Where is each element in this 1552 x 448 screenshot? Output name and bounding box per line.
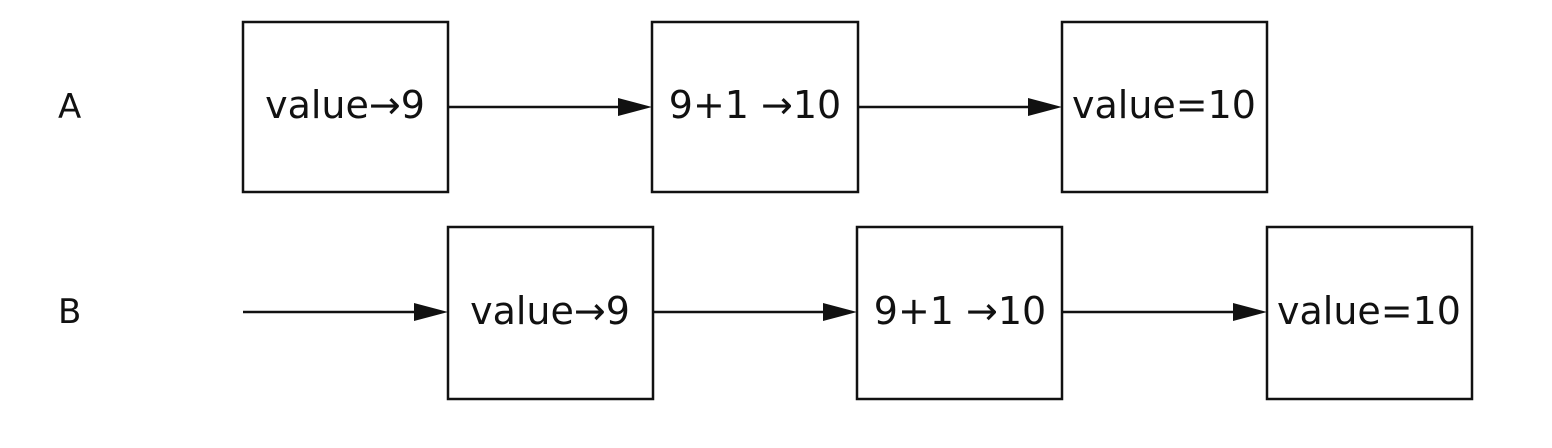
row-b: B value→9 9+1 →10 value=10 bbox=[58, 225, 1474, 401]
row-a-arrow-2-head bbox=[1028, 98, 1062, 116]
row-b-box-read bbox=[446, 225, 655, 401]
row-a-box-increment bbox=[650, 20, 860, 194]
row-b-box-write bbox=[1265, 225, 1474, 401]
row-a-box-read bbox=[241, 20, 450, 194]
row-b-box-write-text: value=10 bbox=[1277, 289, 1461, 333]
row-a-box-increment-text: 9+1 →10 bbox=[669, 83, 841, 127]
row-a-box-write-text: value=10 bbox=[1072, 83, 1256, 127]
row-a: A value→9 9+1 →10 value=10 bbox=[58, 20, 1269, 194]
row-b-arrow-1-head bbox=[823, 303, 857, 321]
row-a-label: A bbox=[58, 87, 81, 127]
row-b-box-read-text: value→9 bbox=[470, 289, 630, 333]
row-b-box-increment-text: 9+1 →10 bbox=[874, 289, 1046, 333]
row-a-box-write bbox=[1060, 20, 1269, 194]
row-b-label: B bbox=[58, 292, 81, 332]
row-a-box-read-text: value→9 bbox=[265, 83, 425, 127]
row-b-arrow-0-head bbox=[414, 303, 448, 321]
row-a-arrow-1-head bbox=[618, 98, 652, 116]
row-b-box-increment bbox=[855, 225, 1064, 401]
row-b-arrow-2-head bbox=[1233, 303, 1267, 321]
